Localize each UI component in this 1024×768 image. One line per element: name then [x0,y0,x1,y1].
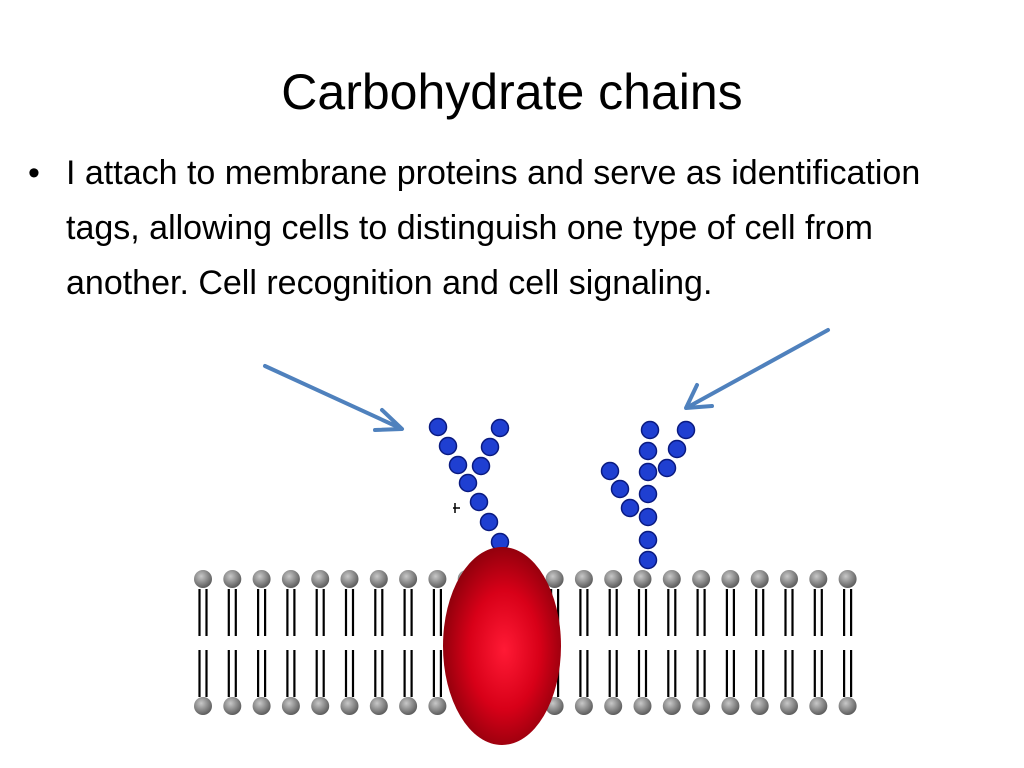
phospholipid-head-icon [194,570,212,588]
phospholipid-head-icon [604,697,622,715]
phospholipid-head-icon [311,697,329,715]
phospholipid [663,570,681,715]
phospholipid [839,570,857,715]
phospholipid-head-icon [634,697,652,715]
phospholipid-head-icon [311,570,329,588]
phospholipid-head-icon [370,697,388,715]
sugar-unit-icon [450,457,467,474]
sugar-unit-icon [640,486,657,503]
phospholipid-head-icon [282,570,300,588]
phospholipid-head-icon [341,697,359,715]
phospholipid [370,570,388,715]
phospholipid [341,570,359,715]
phospholipid [780,570,798,715]
sugar-unit-icon [659,460,676,477]
sugar-unit-icon [492,420,509,437]
sugar-unit-icon [640,464,657,481]
phospholipid-head-icon [428,697,446,715]
sugar-unit-icon [471,494,488,511]
phospholipid-head-icon [575,570,593,588]
sugar-unit-icon [640,443,657,460]
phospholipid [282,570,300,715]
arrow-left-icon [265,366,400,428]
phospholipid-head-icon [780,570,798,588]
phospholipid [194,570,212,715]
phospholipid [575,570,593,715]
sugar-unit-icon [640,509,657,526]
phospholipid [721,570,739,715]
phospholipid-head-icon [370,570,388,588]
phospholipid-head-icon [663,570,681,588]
phospholipid-head-icon [663,697,681,715]
sugar-unit-icon [622,500,639,517]
sugar-unit-icon [602,463,619,480]
phospholipid [253,570,271,715]
sugar-unit-icon [640,532,657,549]
phospholipid-head-icon [809,570,827,588]
phospholipid-head-icon [604,570,622,588]
phospholipid-head-icon [399,570,417,588]
phospholipid-head-icon [721,570,739,588]
phospholipid [604,570,622,715]
phospholipid-head-icon [428,570,446,588]
phospholipid-head-icon [839,570,857,588]
phospholipid-head-icon [839,697,857,715]
phospholipid-head-icon [194,697,212,715]
arrow-right-icon [688,330,828,407]
membrane-protein-icon [443,547,561,745]
phospholipid-head-icon [780,697,798,715]
carbohydrate-chains [430,419,695,569]
phospholipid-head-icon [223,697,241,715]
phospholipid-head-icon [253,697,271,715]
phospholipid-head-icon [253,570,271,588]
sugar-unit-icon [669,441,686,458]
phospholipid-head-icon [692,570,710,588]
phospholipid-head-icon [399,697,417,715]
sugar-unit-icon [482,439,499,456]
phospholipid-head-icon [223,570,241,588]
sugar-unit-icon [612,481,629,498]
phospholipid-head-icon [575,697,593,715]
sugar-unit-icon [430,419,447,436]
phospholipid [311,570,329,715]
phospholipid-head-icon [341,570,359,588]
sugar-unit-icon [473,458,490,475]
phospholipid-head-icon [721,697,739,715]
phospholipid [399,570,417,715]
sugar-unit-icon [640,552,657,569]
sugar-unit-icon [481,514,498,531]
sugar-unit-icon [678,422,695,439]
sugar-unit-icon [460,475,477,492]
cursor-mark [453,503,460,513]
phospholipid [692,570,710,715]
sugar-unit-icon [642,422,659,439]
phospholipid-head-icon [751,697,769,715]
phospholipid-head-icon [692,697,710,715]
phospholipid [634,570,652,715]
phospholipid [809,570,827,715]
phospholipid-head-icon [809,697,827,715]
sugar-unit-icon [440,438,457,455]
phospholipid [223,570,241,715]
phospholipid-head-icon [282,697,300,715]
phospholipid [751,570,769,715]
phospholipid-head-icon [751,570,769,588]
phospholipid-head-icon [634,570,652,588]
